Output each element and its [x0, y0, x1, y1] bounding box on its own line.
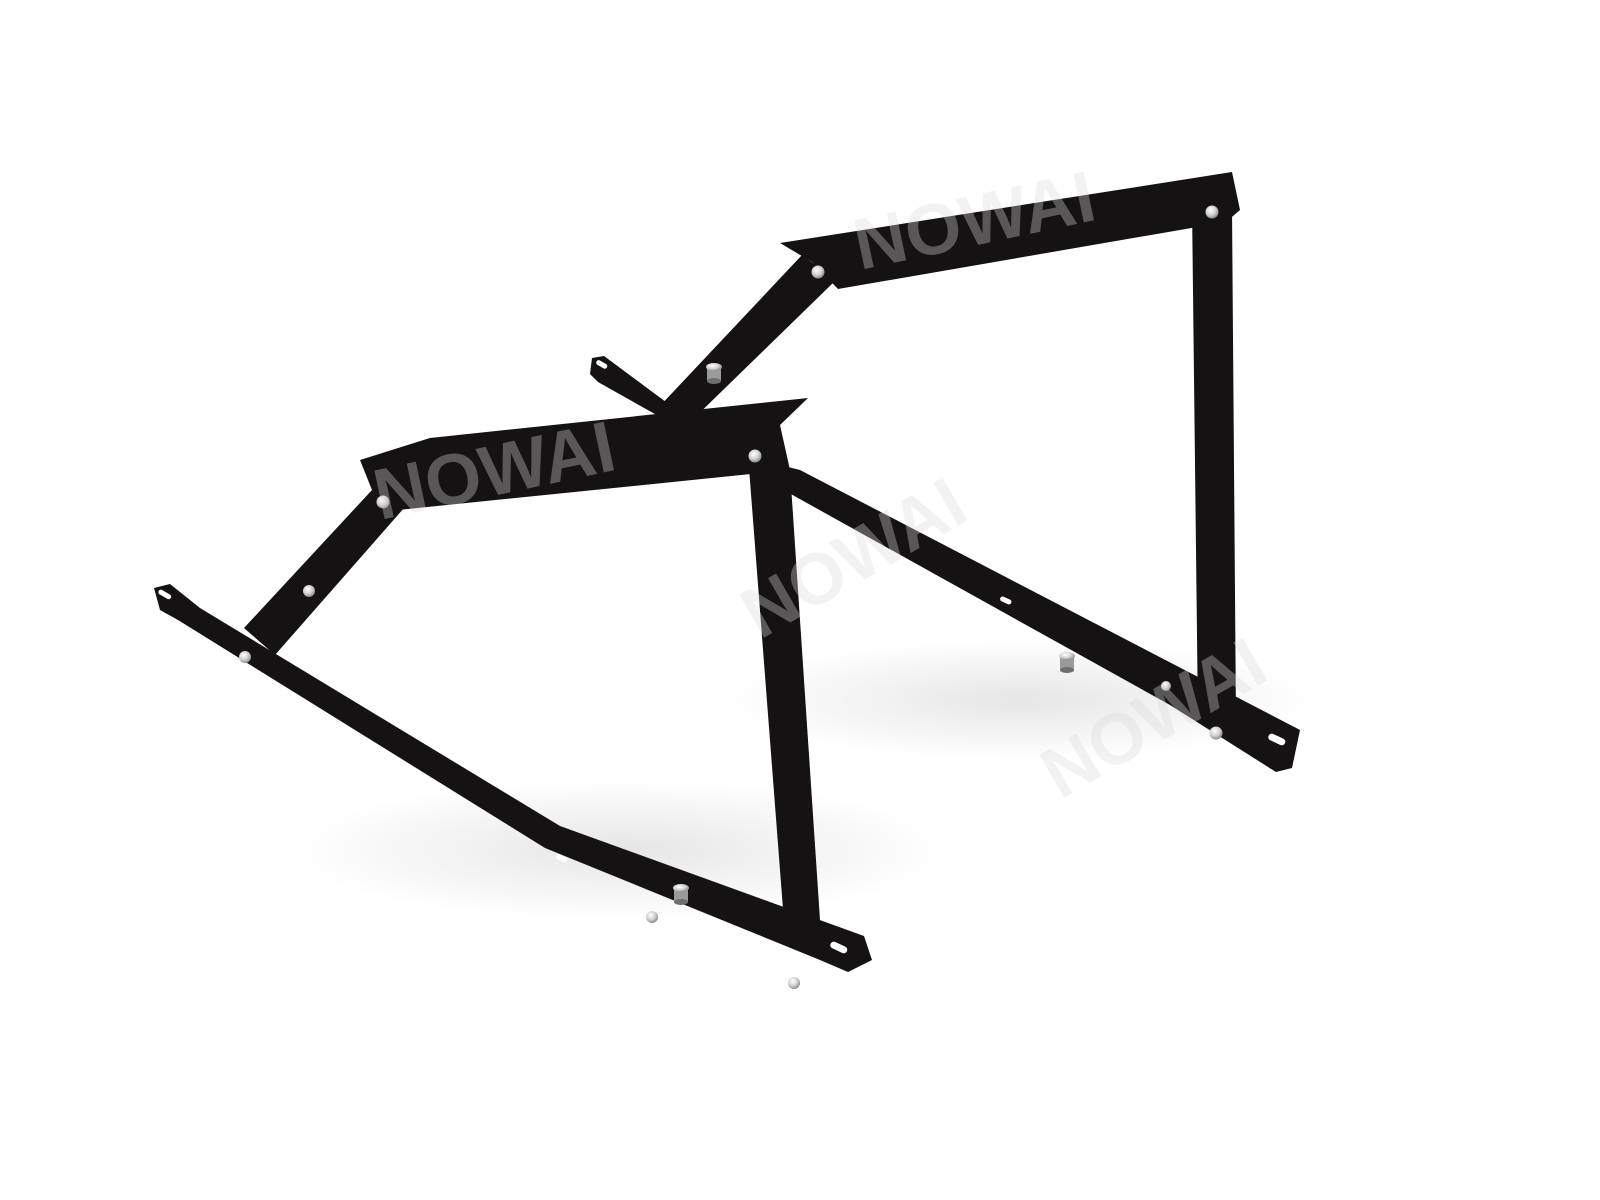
rear-base-bar	[780, 465, 1300, 772]
rear-slot-tab	[590, 356, 670, 418]
rear-vertical-leg	[1192, 205, 1236, 722]
bolt-icon	[1209, 726, 1223, 740]
rear-top-plate	[780, 172, 1240, 289]
watermark-text-top: NOWAI	[847, 157, 1102, 286]
bolt-icon	[376, 495, 390, 509]
bolt-icon	[1161, 681, 1171, 691]
rear-base-mid-slot	[1000, 596, 1012, 605]
front-base-bar	[154, 584, 872, 972]
pin-icon	[706, 363, 722, 384]
front-bracket	[154, 398, 872, 972]
front-top-plate	[360, 398, 808, 510]
watermark-text-left: NOWAI	[367, 407, 622, 536]
bolt-icon	[1205, 205, 1219, 219]
front-end-tab-slot	[158, 589, 172, 600]
slots	[158, 360, 1286, 954]
bolt-icon	[646, 911, 658, 923]
front-base-mid-slot	[556, 854, 568, 863]
rear-end-tab-slot	[596, 360, 608, 369]
pin-icon	[673, 884, 689, 905]
pin-icon	[1059, 652, 1075, 673]
rear-bracket	[590, 172, 1300, 772]
front-diagonal-strut	[244, 490, 404, 655]
bolt-icon	[811, 265, 825, 279]
front-base-end-slot	[830, 941, 848, 954]
bolt-icon	[788, 977, 800, 989]
front-vertical-leg	[748, 455, 820, 922]
rear-diagonal-strut	[658, 255, 836, 430]
bolts	[239, 205, 1223, 989]
rear-base-end-slot	[1268, 733, 1286, 746]
bolt-icon	[239, 651, 251, 663]
bolt-icon	[303, 585, 315, 597]
bolt-icon	[748, 449, 762, 463]
